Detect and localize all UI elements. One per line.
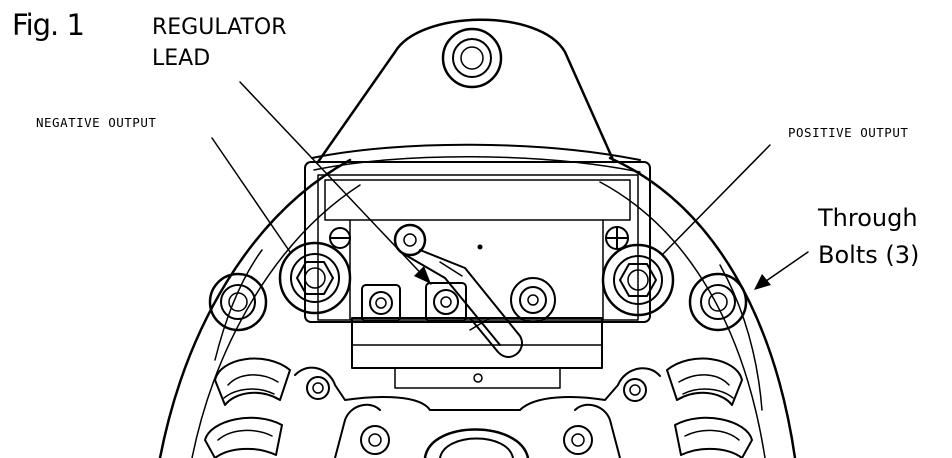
terminal-nut-left <box>361 284 401 322</box>
positive-output-terminal <box>601 243 675 317</box>
regulator-lead-label-line1: REGULATOR <box>152 15 287 40</box>
through-bolts-arrowhead <box>754 274 771 290</box>
negative-output-terminal <box>278 241 352 315</box>
mounting-ear <box>311 18 641 173</box>
sense-terminal <box>510 277 556 323</box>
figure-label: Fig. 1 <box>12 8 85 42</box>
cooling-vents-left <box>204 357 291 458</box>
through-bolt-left <box>208 272 268 332</box>
positive-output-leader <box>661 144 771 256</box>
through-bolts-label-line1: Through <box>818 204 918 232</box>
terminal-block <box>304 161 651 389</box>
through-bolts-label-line2: Bolts (3) <box>818 241 920 269</box>
cooling-vents-right <box>666 357 753 458</box>
through-bolt-right <box>688 272 748 332</box>
regulator-lead-wire <box>393 223 523 358</box>
regulator-lead-arrowhead <box>414 266 431 284</box>
regulator-lead-label-line2: LEAD <box>152 46 211 71</box>
leader-lines <box>211 81 809 290</box>
alternator-housing <box>158 156 797 458</box>
positive-output-label: POSITIVE OUTPUT <box>788 125 909 140</box>
terminal-nut-center <box>425 282 467 322</box>
lower-body <box>294 366 661 458</box>
negative-output-label: NEGATIVE OUTPUT <box>36 115 157 130</box>
negative-output-leader <box>211 137 291 253</box>
regulator-lead-leader <box>239 81 432 285</box>
